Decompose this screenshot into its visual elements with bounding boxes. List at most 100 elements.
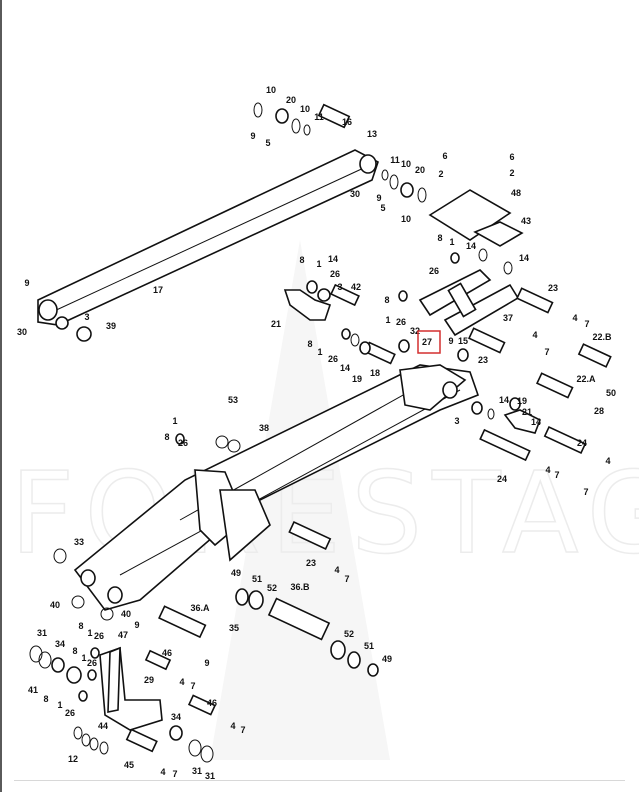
pin-23 [515,287,554,314]
callout-9: 9 [204,658,209,668]
callout-32: 32 [410,326,420,336]
bracket-47 [107,646,121,713]
callout-4: 4 [605,456,610,466]
callout-14: 14 [466,241,476,251]
callout-26: 26 [328,354,338,364]
callout-8: 8 [307,339,312,349]
pin-36A [158,605,207,639]
pin-45 [125,728,158,753]
callout-20: 20 [415,165,425,175]
callout-30: 30 [350,189,360,199]
divider [14,780,625,781]
callout-4: 4 [532,330,537,340]
callout-7: 7 [240,725,245,735]
callout-9: 9 [134,620,139,630]
pin-42 [330,283,360,307]
callout-13: 13 [367,129,377,139]
callout-14: 14 [328,254,338,264]
callout-31: 31 [37,628,47,638]
callout-37: 37 [503,313,513,323]
callout-7: 7 [172,769,177,779]
callout-30: 30 [17,327,27,337]
callout-24: 24 [497,474,507,484]
callout-5: 5 [380,203,385,213]
callout-8: 8 [164,432,169,442]
callout-10: 10 [300,104,310,114]
pin-16 [317,103,351,129]
callout-43: 43 [521,216,531,226]
callout-26: 26 [65,708,75,718]
callout-45: 45 [124,760,134,770]
callout-9: 9 [250,131,255,141]
callout-8: 8 [78,621,83,631]
callout-7: 7 [344,574,349,584]
callout-4: 4 [179,677,184,687]
callout-1: 1 [385,315,390,325]
callout-8: 8 [437,233,442,243]
callout-8: 8 [299,255,304,265]
callout-8: 8 [384,295,389,305]
callout-39: 39 [106,321,116,331]
highlight-box-27 [417,330,441,354]
callout-9: 9 [24,278,29,288]
callout-4: 4 [160,767,165,777]
link-plates-37 [418,269,520,337]
callout-7: 7 [584,319,589,329]
callout-22-B: 22.B [592,332,612,342]
callout-41: 41 [28,685,38,695]
callout-29: 29 [144,675,154,685]
callout-50: 50 [606,388,616,398]
bracket-21-b [503,409,542,434]
callout-3: 3 [84,312,89,322]
callout-14: 14 [499,395,509,405]
callout-51: 51 [364,641,374,651]
callout-40: 40 [121,609,131,619]
callout-15: 15 [458,336,468,346]
callout-17: 17 [153,285,163,295]
callout-1: 1 [316,259,321,269]
pin-24 [543,425,587,455]
callout-4: 4 [545,465,550,475]
callout-2: 2 [509,168,514,178]
callout-14: 14 [519,253,529,263]
callout-3: 3 [337,282,342,292]
callout-2: 2 [438,169,443,179]
callout-6: 6 [442,151,447,161]
callout-34: 34 [171,712,181,722]
callout-21: 21 [271,319,281,329]
callout-16: 16 [342,117,352,127]
pin-36B [267,597,331,641]
callout-14: 14 [340,363,350,373]
callout-1: 1 [317,347,322,357]
callout-48: 48 [511,188,521,198]
callout-7: 7 [583,487,588,497]
callout-28: 28 [594,406,604,416]
callout-9: 9 [376,193,381,203]
callout-6: 6 [509,152,514,162]
callout-8: 8 [72,646,77,656]
callout-18: 18 [370,368,380,378]
callout-11: 11 [390,155,400,165]
callout-1: 1 [81,653,86,663]
callout-26: 26 [330,269,340,279]
callout-11: 11 [314,112,324,122]
pin-46 [144,649,172,671]
callout-24: 24 [577,438,587,448]
callout-46: 46 [207,698,217,708]
callout-49: 49 [231,568,241,578]
callout-49: 49 [382,654,392,664]
watermark-tree-shape [210,240,390,760]
callout-10: 10 [401,159,411,169]
callout-53: 53 [228,395,238,405]
callout-26: 26 [87,658,97,668]
callout-22-A: 22.A [576,374,596,384]
callout-26: 26 [178,438,188,448]
callout-46: 46 [162,648,172,658]
callout-52: 52 [344,629,354,639]
callout-36-B: 36.B [290,582,310,592]
callout-52: 52 [267,583,277,593]
plate-48 [428,189,512,241]
